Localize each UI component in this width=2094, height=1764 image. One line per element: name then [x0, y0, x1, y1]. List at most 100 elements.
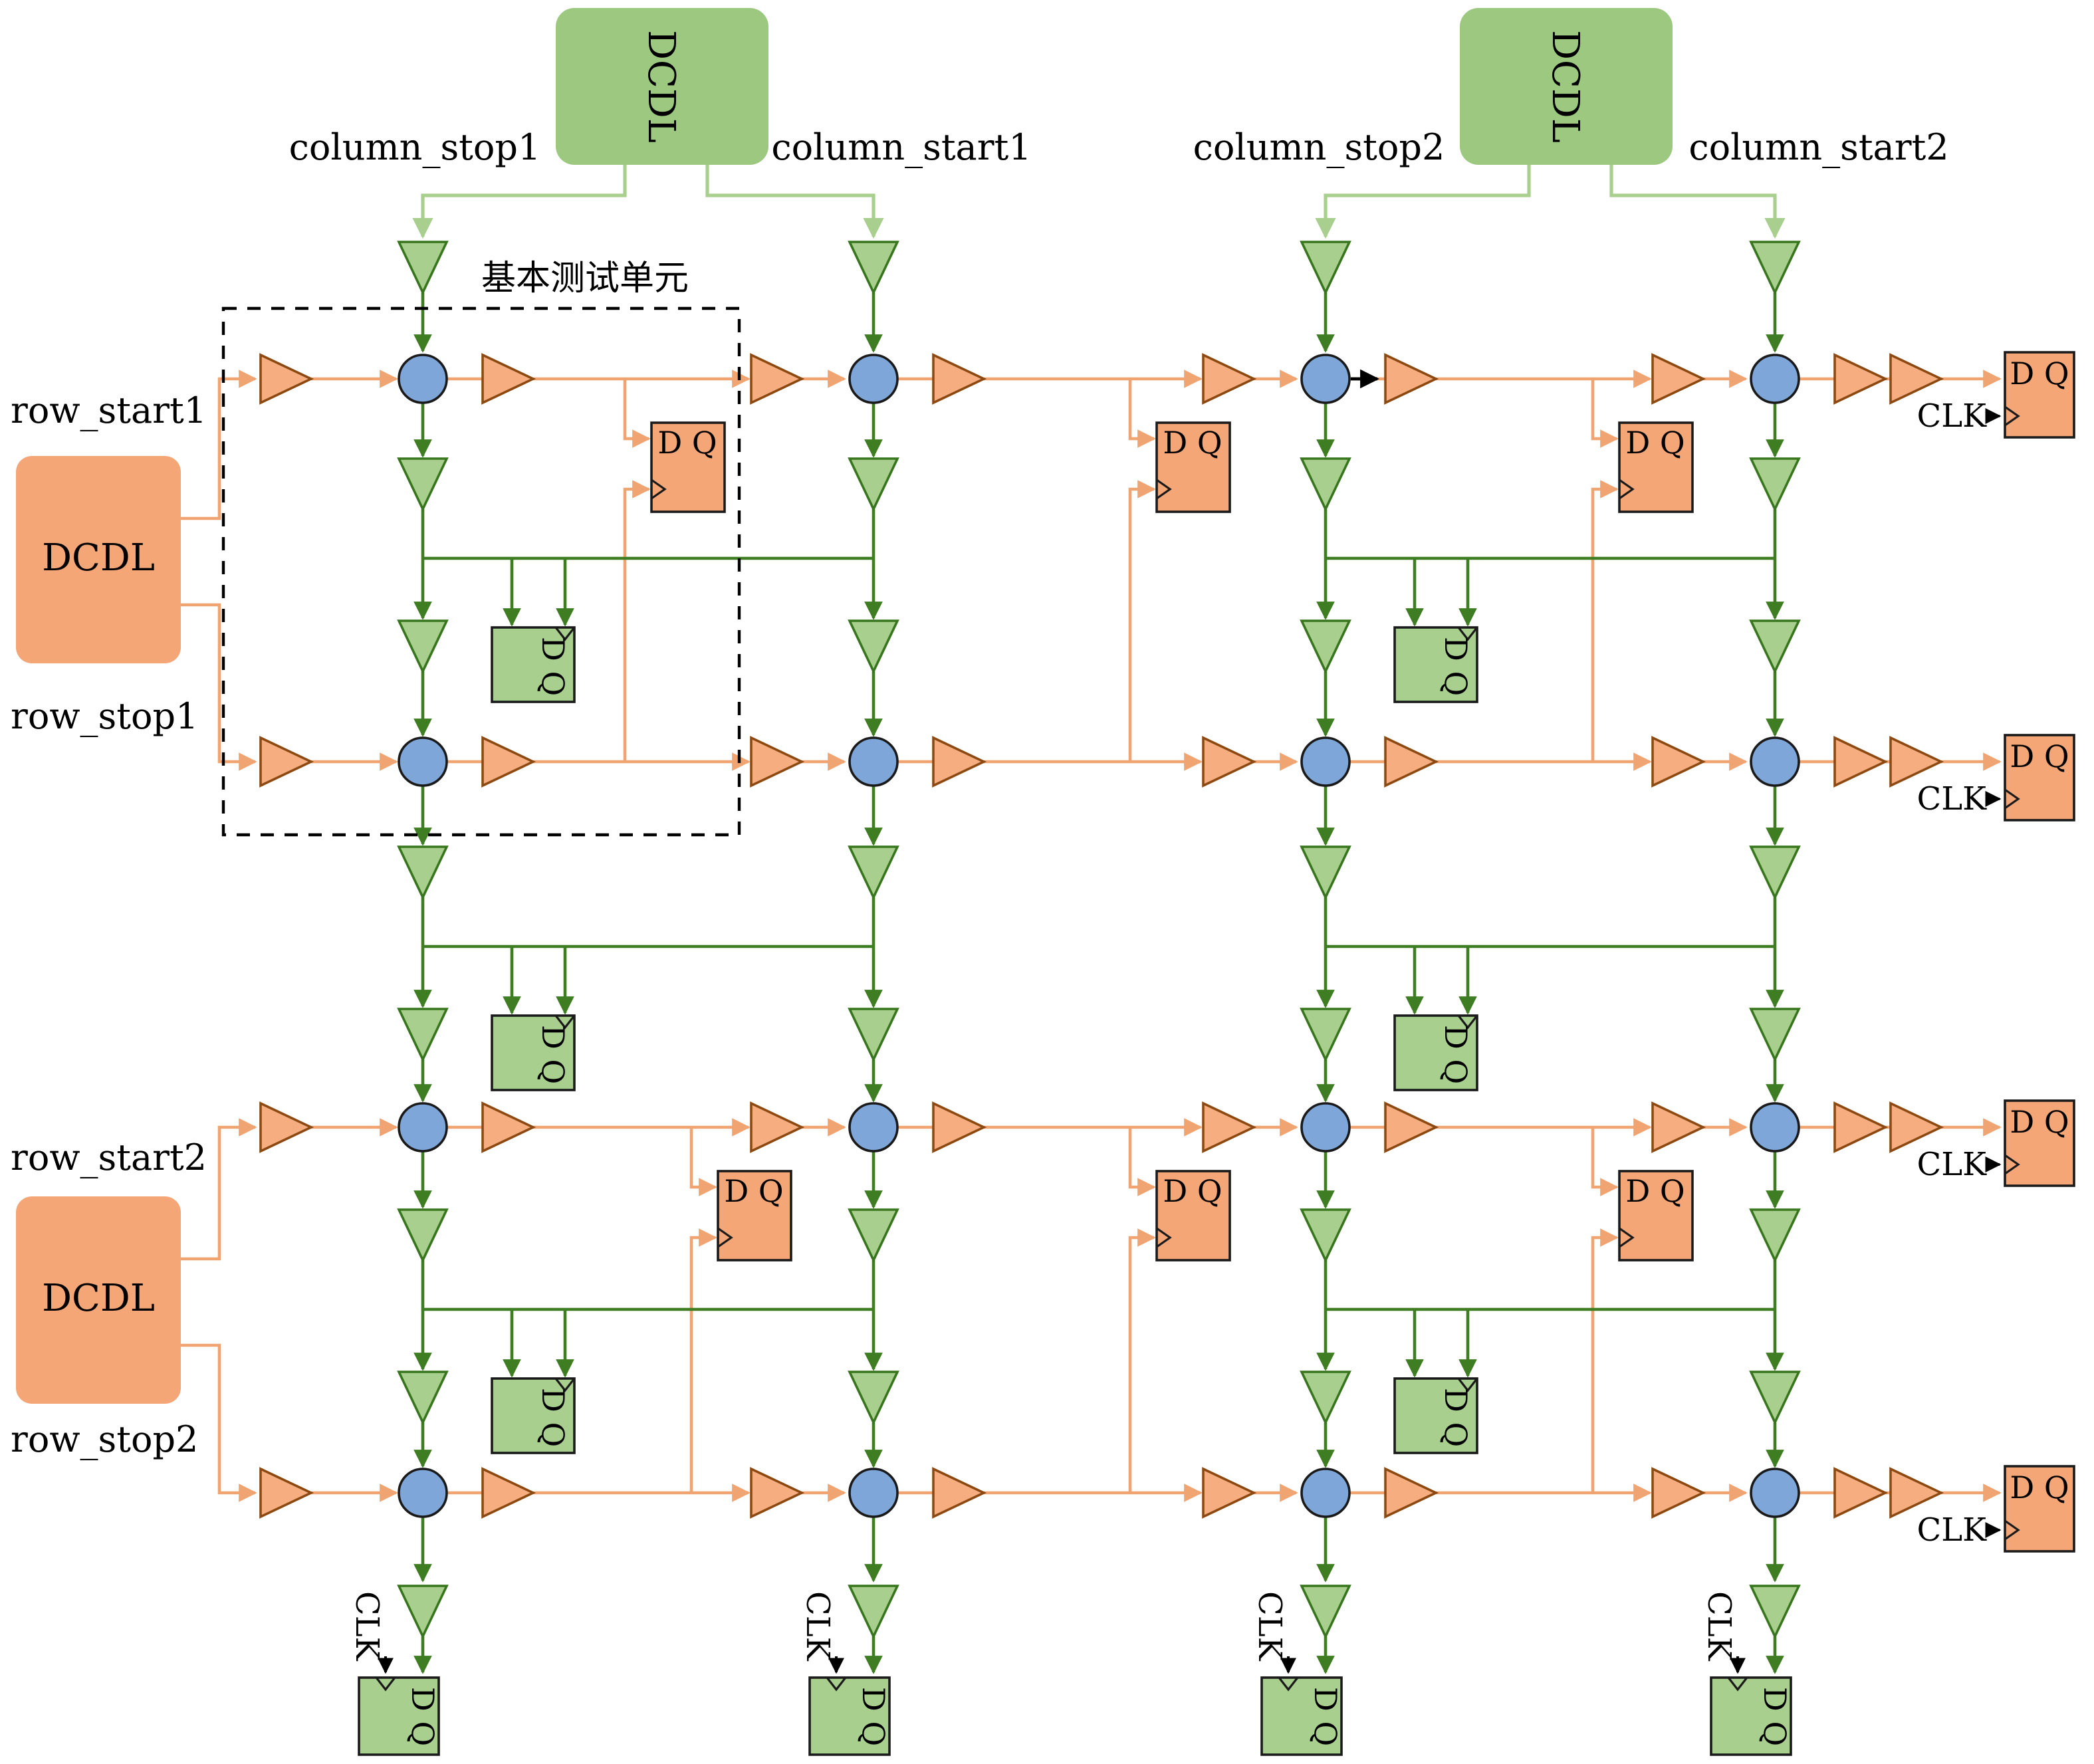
buffer-down-icon: [1749, 1585, 1801, 1640]
buffer-right-icon: [1384, 353, 1439, 405]
dff-box: [2004, 1465, 2075, 1553]
dff-label: D Q: [1163, 425, 1222, 461]
buffer-right-icon: [481, 1101, 536, 1153]
dff-label: D Q: [1163, 1173, 1222, 1209]
buffer-right-icon: [1833, 353, 1889, 405]
dff-box: [1260, 1676, 1343, 1756]
row-label: row_stop2: [11, 1418, 198, 1460]
column-label: column_start2: [1688, 126, 1948, 168]
clk-label: CLK: [348, 1591, 386, 1662]
wire: [1591, 379, 1619, 448]
buffer-down-icon: [848, 845, 899, 901]
buffer-down-icon: [1749, 1008, 1801, 1063]
buffer-down-icon: [848, 457, 899, 512]
wire: [1128, 1228, 1156, 1493]
wire: [1128, 480, 1156, 762]
clock-wedge-icon: [1619, 1227, 1635, 1248]
arbiter-node: [398, 1102, 448, 1153]
dcdl-feed-wire: [1609, 165, 1786, 239]
arbiter-node: [1750, 1468, 1800, 1518]
dff-box: [1393, 626, 1478, 703]
buffer-right-icon: [1833, 1467, 1889, 1519]
arbiter-node: [1300, 1468, 1351, 1518]
dff-label: D Q: [1308, 1687, 1343, 1746]
buffer-down-icon: [848, 241, 899, 296]
clk-label: CLK: [1251, 1591, 1288, 1662]
buffer-right-icon: [750, 736, 805, 788]
dff-label: D Q: [1438, 1025, 1474, 1084]
buffer-down-icon: [397, 845, 449, 901]
arbiter-node: [848, 1102, 899, 1153]
buffer-right-icon: [932, 353, 987, 405]
buffer-down-icon: [397, 1008, 449, 1063]
clock-wedge-icon: [554, 1378, 576, 1392]
dff-label: D Q: [724, 1173, 783, 1209]
arbiter-node: [1750, 354, 1800, 404]
dff-label: D Q: [1625, 425, 1685, 461]
buffer-right-icon: [1202, 1467, 1257, 1519]
buffer-down-icon: [1300, 1371, 1351, 1426]
clk-label: CLK: [1917, 1511, 1988, 1549]
dff-box: [1618, 421, 1694, 513]
dcdl-label: DCDL: [1544, 30, 1587, 143]
dff-label: D Q: [1757, 1687, 1793, 1746]
buffer-down-icon: [1749, 845, 1801, 901]
clock-wedge-icon: [2004, 405, 2020, 427]
clock-wedge-icon: [826, 1677, 847, 1692]
buffer-down-icon: [397, 241, 449, 296]
buffer-right-icon: [1889, 353, 1944, 405]
buffer-right-icon: [259, 353, 314, 405]
buffer-down-icon: [1300, 845, 1351, 901]
clock-wedge-icon: [2004, 1519, 2020, 1541]
dff-label: D Q: [535, 637, 571, 696]
wires: [181, 165, 2002, 1674]
buffer-down-icon: [397, 457, 449, 512]
buffer-right-icon: [1651, 1101, 1706, 1153]
dff-box: [491, 1377, 576, 1454]
dff-label: D Q: [856, 1687, 891, 1746]
buffer-down-icon: [397, 1208, 449, 1264]
buffer-down-icon: [1300, 241, 1351, 296]
buffer-right-icon: [1202, 736, 1257, 788]
buffer-right-icon: [1889, 1101, 1944, 1153]
buffer-right-icon: [932, 1467, 987, 1519]
arbiter-node: [1300, 1102, 1351, 1153]
dcdl-feed-wire: [181, 1343, 257, 1502]
clock-wedge-icon: [2004, 1154, 2020, 1175]
buffer-right-icon: [259, 1467, 314, 1519]
wire: [623, 379, 651, 448]
clock-wedge-icon: [375, 1677, 396, 1692]
arbiter-node: [398, 1468, 448, 1518]
buffer-down-icon: [1300, 1208, 1351, 1264]
dcdl-feed-wire: [181, 370, 257, 520]
dff-box: [1393, 1014, 1478, 1091]
wire: [1591, 1127, 1619, 1196]
buffer-down-icon: [397, 619, 449, 675]
clock-wedge-icon: [651, 479, 667, 500]
buffer-down-icon: [848, 1585, 899, 1640]
dff-label: D Q: [535, 1388, 571, 1447]
dff-box: [1393, 1377, 1478, 1454]
arbiter-node: [848, 736, 899, 787]
dff-label: D Q: [405, 1687, 441, 1746]
buffer-right-icon: [750, 1467, 805, 1519]
buffer-right-icon: [259, 736, 314, 788]
dff-box: [491, 626, 576, 703]
clock-wedge-icon: [1457, 1015, 1478, 1030]
clock-wedge-icon: [1457, 627, 1478, 641]
wire: [623, 480, 651, 762]
row-label: row_stop1: [11, 695, 198, 737]
column-label: column_start1: [771, 126, 1031, 168]
dcdl-feed-wire: [181, 1118, 257, 1261]
dff-box: [1155, 1170, 1231, 1262]
clock-wedge-icon: [717, 1227, 733, 1248]
buffer-right-icon: [1384, 1101, 1439, 1153]
buffer-right-icon: [1651, 736, 1706, 788]
wire: [1591, 1228, 1619, 1493]
dff-box: [808, 1676, 891, 1756]
dcdl-row-box: [16, 456, 181, 663]
buffer-down-icon: [1749, 457, 1801, 512]
